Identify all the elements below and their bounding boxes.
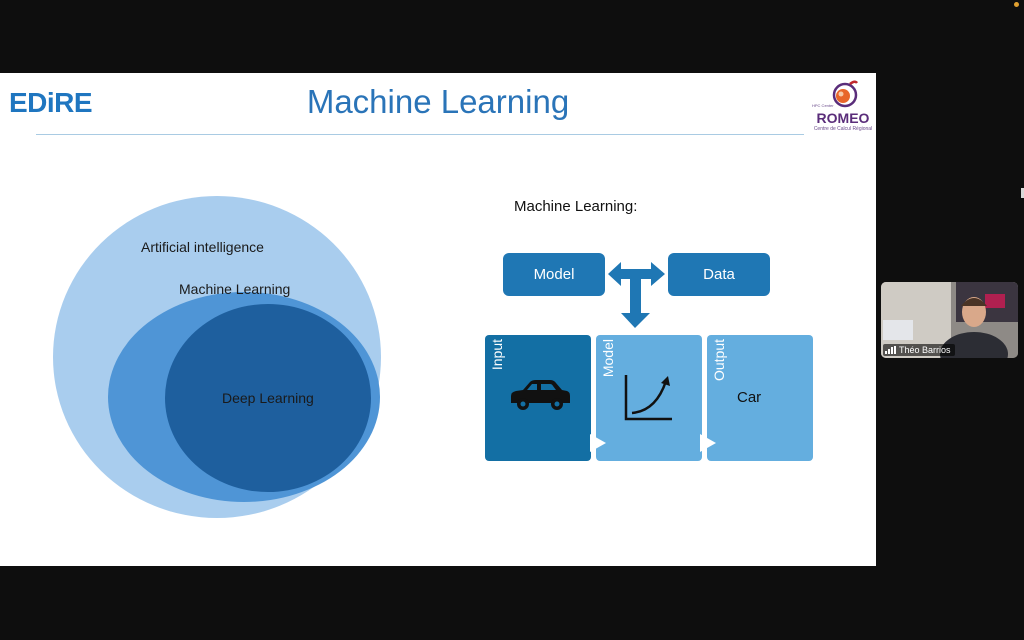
participant-video-tile[interactable]: Théo Barrios [881, 282, 1018, 358]
model-box: Model [503, 253, 605, 296]
output-panel: Output Car [707, 335, 813, 461]
romeo-emblem-icon [832, 80, 859, 108]
venn-outer-label: Artificial intelligence [141, 239, 264, 255]
slide-title: Machine Learning [306, 83, 570, 120]
double-arrow-icon [608, 262, 665, 286]
input-panel: Input [485, 335, 591, 461]
title-divider [36, 134, 804, 135]
signal-bars-icon [885, 346, 896, 354]
diagram-heading: Machine Learning: [514, 198, 638, 215]
ai-venn-diagram [53, 196, 381, 518]
shared-slide: EDiRE Machine Learning HPC Center ROMEO … [0, 73, 876, 566]
venn-middle-label: Machine Learning [179, 281, 291, 297]
romeo-name: ROMEO [816, 110, 870, 126]
venn-inner-label: Deep Learning [222, 390, 314, 406]
output-value: Car [737, 389, 762, 406]
down-arrow-icon [621, 279, 650, 328]
romeo-logo: HPC Center ROMEO Centre de Calcul Région… [812, 79, 874, 137]
romeo-tagline: HPC Center [812, 103, 834, 108]
participant-name-tag: Théo Barrios [883, 344, 955, 356]
flow-arrows [590, 434, 716, 452]
status-dot [1014, 2, 1019, 7]
flow-arrow-1-icon [590, 434, 606, 452]
edge-handle[interactable] [1021, 188, 1024, 198]
growth-curve-icon [624, 375, 672, 421]
connector-arrows [608, 262, 665, 328]
car-icon [511, 380, 570, 410]
venn-inner-ellipse [165, 304, 371, 492]
flow-arrow-2-icon [700, 434, 716, 452]
participant-name: Théo Barrios [899, 345, 951, 355]
model-panel: Model [596, 335, 702, 461]
romeo-subtitle: Centre de Calcul Régional [813, 126, 873, 132]
data-box: Data [668, 253, 770, 296]
edire-logo: EDiRE [9, 87, 93, 118]
